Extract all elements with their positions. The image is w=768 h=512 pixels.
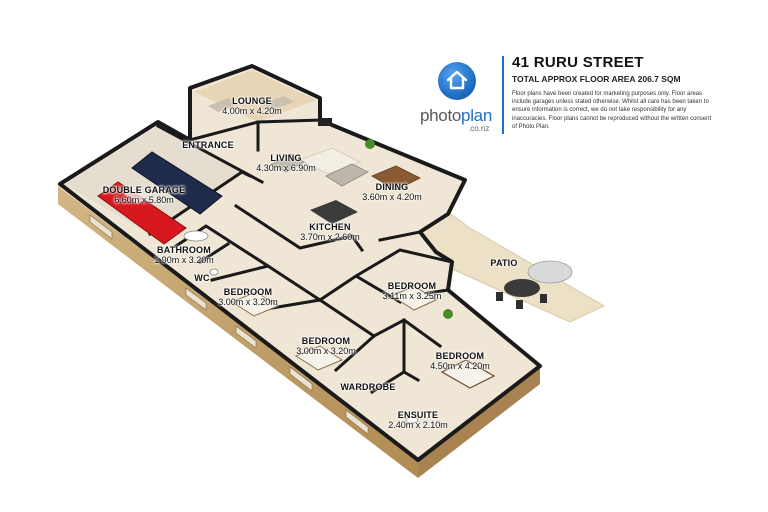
front-windows — [89, 214, 369, 435]
room-name: KITCHEN — [309, 222, 351, 232]
room-label-bedroom-2: BEDROOM 3.11m x 3.25m — [383, 281, 442, 301]
house-icon — [446, 70, 468, 90]
lounge-floor — [194, 70, 316, 122]
room-name: WARDROBE — [340, 382, 396, 392]
toilet-icon — [209, 268, 219, 276]
room-label-bathroom: BATHROOM 1.90m x 3.20m — [154, 245, 214, 265]
room-label-patio: PATIO — [490, 258, 517, 268]
room-label-bedroom-1: BEDROOM 3.00m x 3.20m — [218, 287, 278, 307]
room-dims: 3.00m x 3.20m — [296, 346, 356, 356]
photoplan-logo: photoplan .co.nz — [420, 56, 508, 136]
sofa-icon — [325, 163, 369, 187]
plant-icon — [365, 139, 375, 149]
basin-icon — [405, 416, 419, 424]
room-name: WC — [194, 273, 210, 283]
room-name: ENSUITE — [397, 410, 439, 420]
room-label-wc: WC — [194, 273, 209, 283]
logo-domain: .co.nz — [468, 124, 490, 133]
room-name: LIVING — [270, 153, 302, 163]
armchair-icon — [208, 98, 238, 112]
room-dims: 4.00m x 4.20m — [222, 106, 282, 116]
patio-chair-icon — [540, 294, 547, 303]
bed-icon — [440, 359, 496, 389]
logo-brand-plan: plan — [461, 106, 492, 125]
header-divider — [502, 56, 504, 134]
room-label-entrance: ENTRANCE — [182, 140, 234, 150]
disclaimer-text: Floor plans have been created for market… — [512, 91, 712, 130]
logo-brand-photo: photo — [420, 106, 462, 125]
car-windshield-icon — [124, 186, 150, 204]
room-dims: 2.40m x 2.10m — [388, 420, 448, 430]
car-icon — [97, 181, 187, 245]
room-dims: 4.30m x 6.90m — [256, 163, 316, 173]
room-name: DINING — [375, 182, 409, 192]
total-floor-area: TOTAL APPROX FLOOR AREA 206.7 SQM — [512, 74, 681, 84]
sofa-icon — [271, 153, 305, 173]
room-dims: 1.90m x 3.20m — [154, 255, 214, 265]
room-name: PATIO — [490, 258, 518, 268]
room-label-ensuite: ENSUITE 2.40m x 2.10m — [388, 410, 448, 430]
plant-icon — [443, 309, 453, 319]
room-label-kitchen: KITCHEN 3.70m x 2.60m — [300, 222, 360, 242]
patio-chair-icon — [496, 292, 503, 301]
property-address: 41 RURU STREET — [512, 54, 644, 71]
dining-table-icon — [371, 165, 421, 191]
room-label-double-garage: DOUBLE GARAGE 6.60m x 5.80m — [103, 185, 186, 205]
tv-icon — [318, 118, 332, 126]
room-dims: 3.70m x 2.60m — [300, 232, 360, 242]
room-label-living: LIVING 4.30m x 6.90m — [256, 153, 316, 173]
bed-icon — [390, 285, 438, 311]
room-name: BEDROOM — [435, 351, 485, 361]
bathtub-icon — [183, 230, 209, 242]
kitchen-island-icon — [310, 200, 358, 224]
room-dims: 3.00m x 3.20m — [218, 297, 278, 307]
patio-table-icon — [504, 279, 540, 297]
room-name: BATHROOM — [157, 245, 211, 255]
bed-icon — [230, 291, 280, 317]
room-name: BEDROOM — [387, 281, 437, 291]
patio-chair-icon — [516, 300, 523, 309]
exterior-wall-right — [418, 366, 540, 478]
room-label-lounge: LOUNGE 4.00m x 4.20m — [222, 96, 282, 116]
interior-walls — [147, 118, 454, 395]
room-label-dining: DINING 3.60m x 4.20m — [362, 182, 422, 202]
patio-umbrella-icon — [527, 260, 573, 284]
room-name: BEDROOM — [301, 336, 351, 346]
room-dims: 3.11m x 3.25m — [382, 291, 442, 301]
property-info: 41 RURU STREET TOTAL APPROX FLOOR AREA 2… — [512, 54, 712, 131]
logo-circle — [438, 62, 476, 100]
room-dims: 6.60m x 5.80m — [114, 195, 174, 205]
armchair-icon — [262, 96, 294, 110]
room-name: LOUNGE — [232, 96, 272, 106]
room-dims: 3.60m x 4.20m — [362, 192, 422, 202]
room-name: ENTRANCE — [182, 140, 234, 150]
room-dims: 4.50m x 4.20m — [430, 361, 490, 371]
room-label-bedroom-3: BEDROOM 3.00m x 3.20m — [296, 336, 356, 356]
suv-icon — [131, 151, 223, 215]
bed-icon — [294, 345, 344, 371]
logo-wordmark: photoplan — [420, 106, 492, 126]
room-label-wardrobe: WARDROBE — [340, 382, 395, 392]
room-name: BEDROOM — [223, 287, 273, 297]
room-label-bedroom-4: BEDROOM 4.50m x 4.20m — [430, 351, 490, 371]
room-name: DOUBLE GARAGE — [102, 185, 186, 195]
